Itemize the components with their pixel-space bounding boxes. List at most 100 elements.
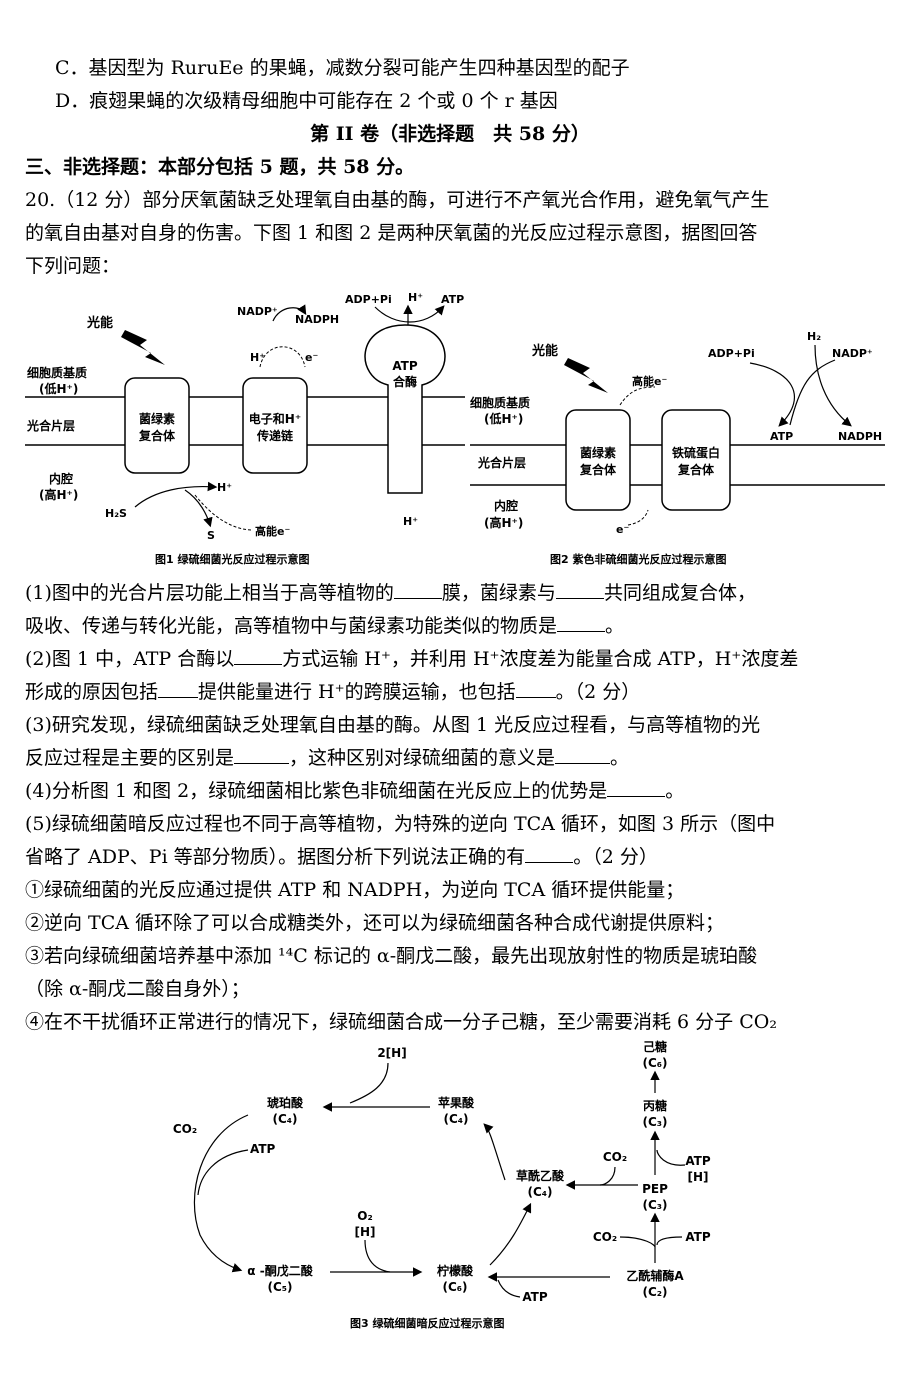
answer-blank[interactable] xyxy=(158,679,199,698)
answer-blank[interactable] xyxy=(557,613,606,632)
q4-line: (4)分析图 1 和图 2，绿硫细菌相比紫色非硫细菌在光反应上的优势是。 xyxy=(25,778,685,802)
svg-text:乙酰辅酶A: 乙酰辅酶A xyxy=(626,1268,684,1283)
svg-text:细胞质基质: 细胞质基质 xyxy=(470,395,530,410)
answer-blank[interactable] xyxy=(525,844,574,863)
statement-1: ①绿硫细菌的光反应通过提供 ATP 和 NADPH，为逆向 TCA 循环提供能量… xyxy=(25,879,685,901)
statement-2: ②逆向 TCA 循环除了可以合成糖类外，还可以为绿硫细菌各种合成代谢提供原料； xyxy=(25,912,725,934)
svg-text:光能: 光能 xyxy=(531,343,558,359)
statement-3a: ③若向绿硫细菌培养基中添加 ¹⁴C 标记的 α-酮戊二酸，最先出现放射性的物质是… xyxy=(25,945,758,967)
svg-text:ATP: ATP xyxy=(770,430,793,443)
q20-intro-3: 下列问题： xyxy=(25,255,121,277)
svg-text:H⁺: H⁺ xyxy=(408,291,423,304)
q20-intro-2: 的氧自由基对自身的伤害。下图 1 和图 2 是两种厌氧菌的光反应过程示意图，据图… xyxy=(25,222,758,244)
fig3-caption: 图3 绿硫细菌暗反应过程示意图 xyxy=(350,1316,504,1330)
svg-text:e⁻: e⁻ xyxy=(305,351,318,364)
svg-text:(C₆): (C₆) xyxy=(642,1056,667,1070)
svg-text:ADP+Pi: ADP+Pi xyxy=(345,293,392,306)
fig1-caption: 图1 绿硫细菌光反应过程示意图 xyxy=(155,552,309,566)
q3-line-2: 反应过程是主要的区别是，这种区别对绿硫细菌的意义是。 xyxy=(25,745,630,769)
option-d: D．痕翅果蝇的次级精母细胞中可能存在 2 个或 0 个 r 基因 xyxy=(55,90,558,112)
fig1-low-h: (低H⁺) xyxy=(39,381,78,396)
svg-text:NADPH: NADPH xyxy=(295,313,339,326)
svg-text:菌绿素: 菌绿素 xyxy=(139,411,175,426)
svg-text:H₂S: H₂S xyxy=(105,507,127,520)
svg-text:ATP: ATP xyxy=(685,1154,711,1168)
svg-text:CO₂: CO₂ xyxy=(603,1150,627,1164)
svg-text:电子和H⁺: 电子和H⁺ xyxy=(249,411,301,426)
figure-1: 光能 细胞质基质 (低H⁺) 光合片层 内腔 (高H⁺) 菌绿素 复合体 电子和… xyxy=(25,291,465,566)
statement-3b: （除 α-酮戊二酸自身外）； xyxy=(25,978,250,1000)
svg-text:内腔: 内腔 xyxy=(494,498,518,513)
answer-blank[interactable] xyxy=(607,778,666,797)
section-heading: 三、非选择题：本部分包括 5 题，共 58 分。 xyxy=(25,156,415,178)
q1-line-1: (1)图中的光合片层功能上相当于高等植物的膜，菌绿素与共同组成复合体， xyxy=(25,580,756,604)
svg-text:2[H]: 2[H] xyxy=(377,1046,406,1060)
figure-2: 光能 高能e⁻ ADP+Pi H₂ NADP⁺ 细胞质基质 (低H⁺) ATP … xyxy=(470,330,885,566)
svg-text:复合体: 复合体 xyxy=(579,462,617,477)
svg-text:光合片层: 光合片层 xyxy=(477,455,526,470)
fig1-high-h: (高H⁺) xyxy=(39,487,78,502)
svg-text:丙糖: 丙糖 xyxy=(643,1098,667,1113)
svg-text:(低H⁺): (低H⁺) xyxy=(484,411,523,426)
svg-text:ATP: ATP xyxy=(522,1290,548,1304)
svg-text:[H]: [H] xyxy=(687,1170,708,1184)
statement-4: ④在不干扰循环正常进行的情况下，绿硫细菌合成一分子己糖，至少需要消耗 6 分子 … xyxy=(25,1011,777,1033)
q2-line-2: 形成的原因包括提供能量进行 H⁺的跨膜运输，也包括。（2 分） xyxy=(25,679,641,703)
q5-line-1: (5)绿硫细菌暗反应过程也不同于高等植物，为特殊的逆向 TCA 循环，如图 3 … xyxy=(25,813,776,835)
q20-intro-1: 20.（12 分）部分厌氧菌缺乏处理氧自由基的酶，可进行不产氧光合作用，避免氧气… xyxy=(25,189,770,211)
svg-text:苹果酸: 苹果酸 xyxy=(438,1095,475,1110)
svg-text:(C₄): (C₄) xyxy=(527,1185,552,1199)
svg-text:α -酮戊二酸: α -酮戊二酸 xyxy=(247,1263,313,1278)
svg-text:复合体: 复合体 xyxy=(138,428,176,443)
fig1-transport-chain xyxy=(242,377,308,474)
svg-text:NADP⁺: NADP⁺ xyxy=(832,347,873,360)
answer-blank[interactable] xyxy=(234,745,290,764)
svg-text:(高H⁺): (高H⁺) xyxy=(484,515,523,530)
svg-text:ATP: ATP xyxy=(250,1142,276,1156)
svg-text:(C₄): (C₄) xyxy=(272,1112,297,1126)
svg-text:高能e⁻: 高能e⁻ xyxy=(632,374,667,388)
svg-text:琥珀酸: 琥珀酸 xyxy=(267,1095,304,1110)
figure-3: 己糖 (C₆) 丙糖 (C₃) ATP [H] 2[H] 琥珀酸 (C₄) 苹果… xyxy=(173,1039,711,1330)
q2-line-1: (2)图 1 中，ATP 合酶以方式运输 H⁺，并利用 H⁺浓度差为能量合成 A… xyxy=(25,646,799,670)
fig1-bchl-complex xyxy=(124,377,190,474)
fig1-cytoplasm: 细胞质基质 xyxy=(27,365,87,380)
svg-text:己糖: 己糖 xyxy=(643,1039,667,1054)
answer-blank[interactable] xyxy=(234,646,283,665)
svg-text:ADP+Pi: ADP+Pi xyxy=(708,347,755,360)
svg-text:ATP: ATP xyxy=(441,293,464,306)
svg-text:(C₂): (C₂) xyxy=(642,1285,667,1299)
svg-text:S: S xyxy=(207,529,215,542)
answer-blank[interactable] xyxy=(555,580,604,599)
fig2-caption: 图2 紫色非硫细菌光反应过程示意图 xyxy=(550,552,726,566)
svg-text:复合体: 复合体 xyxy=(677,462,715,477)
svg-text:NADPH: NADPH xyxy=(838,430,882,443)
q3-line-1: (3)研究发现，绿硫细菌缺乏处理氧自由基的酶。从图 1 光反应过程看，与高等植物… xyxy=(25,714,761,736)
svg-text:传递链: 传递链 xyxy=(256,428,294,443)
svg-text:合酶: 合酶 xyxy=(393,374,417,389)
svg-text:H₂: H₂ xyxy=(807,330,821,343)
svg-text:(C₅): (C₅) xyxy=(267,1280,292,1294)
svg-text:(C₃): (C₃) xyxy=(642,1198,667,1212)
answer-blank[interactable] xyxy=(515,679,556,698)
svg-text:O₂: O₂ xyxy=(357,1209,372,1223)
svg-text:铁硫蛋白: 铁硫蛋白 xyxy=(672,445,720,460)
fig1-light-label: 光能 xyxy=(86,315,113,331)
svg-text:草酰乙酸: 草酰乙酸 xyxy=(516,1168,565,1183)
svg-text:菌绿素: 菌绿素 xyxy=(580,445,616,460)
q1-line-2: 吸收、传递与转化光能，高等植物中与菌绿素功能类似的物质是。 xyxy=(25,613,625,637)
svg-text:ATP: ATP xyxy=(392,359,418,373)
svg-text:CO₂: CO₂ xyxy=(593,1230,617,1244)
svg-text:H⁺: H⁺ xyxy=(403,515,418,528)
svg-text:(C₃): (C₃) xyxy=(642,1115,667,1129)
svg-text:NADP⁺: NADP⁺ xyxy=(237,305,278,318)
lightning-icon xyxy=(121,330,165,365)
fig1-lumen: 内腔 xyxy=(49,471,73,486)
answer-blank[interactable] xyxy=(555,745,611,764)
svg-text:(C₆): (C₆) xyxy=(442,1280,467,1294)
answer-blank[interactable] xyxy=(393,580,442,599)
svg-text:[H]: [H] xyxy=(354,1225,375,1239)
svg-text:(C₄): (C₄) xyxy=(443,1112,468,1126)
svg-text:e⁻: e⁻ xyxy=(616,523,629,536)
svg-text:ATP: ATP xyxy=(685,1230,711,1244)
